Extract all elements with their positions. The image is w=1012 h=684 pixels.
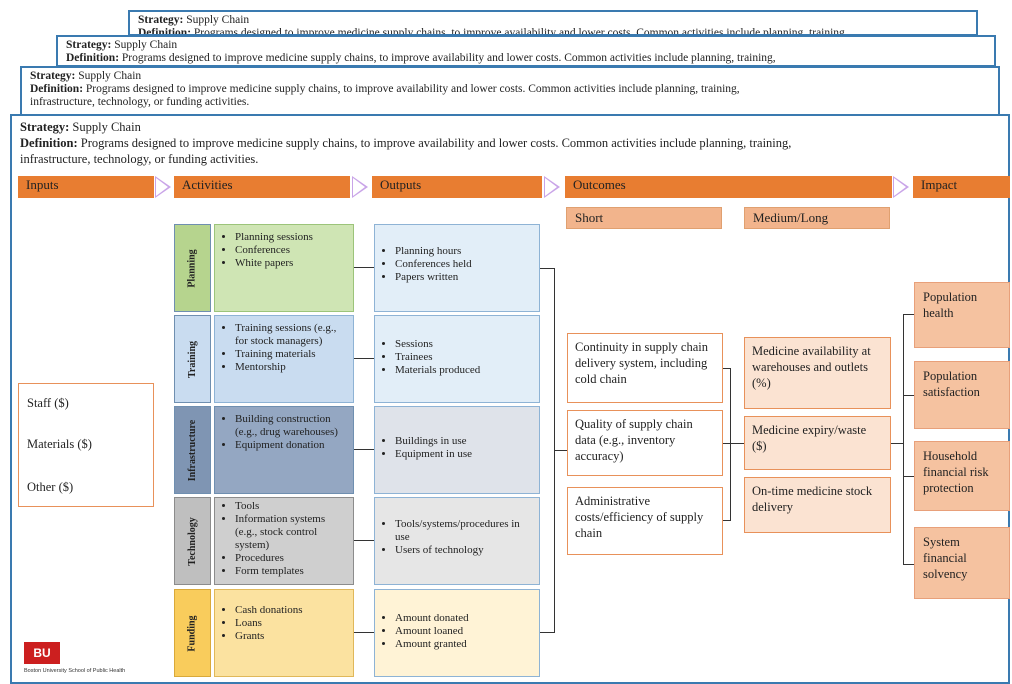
arrow-icon bbox=[544, 176, 560, 198]
activity-box-training: Training sessions (e.g., for stock manag… bbox=[214, 315, 354, 403]
header-card-back-3: Strategy: Supply Chain Definition: Progr… bbox=[128, 10, 978, 36]
arrow-inner-icon bbox=[545, 178, 557, 196]
output-box-infrastructure: Buildings in useEquipment in use bbox=[374, 406, 540, 494]
output-box-technology: Tools/systems/procedures in useUsers of … bbox=[374, 497, 540, 585]
definition-line-cont: infrastructure, technology, or funding a… bbox=[20, 152, 259, 166]
inputs-box: Staff ($) Materials ($) Other ($) bbox=[18, 383, 154, 507]
connector-line bbox=[540, 632, 555, 633]
activity-box-funding: Cash donationsLoansGrants bbox=[214, 589, 354, 677]
short-outcome-box: Quality of supply chain data (e.g., inve… bbox=[567, 410, 723, 476]
arrow-icon bbox=[155, 176, 171, 198]
activity-label-training: Training bbox=[174, 315, 211, 403]
output-box-training: SessionsTraineesMaterials produced bbox=[374, 315, 540, 403]
input-item: Other ($) bbox=[27, 480, 74, 494]
connector-line bbox=[354, 540, 374, 541]
impact-box: System financial solvency bbox=[914, 527, 1010, 599]
definition-line: Definition: Programs designed to improve… bbox=[20, 136, 792, 150]
stage-outcomes: Outcomes bbox=[565, 176, 892, 198]
connector-line bbox=[730, 443, 744, 444]
activity-label-infrastructure: Infrastructure bbox=[174, 406, 211, 494]
stage-inputs: Inputs bbox=[18, 176, 154, 198]
connector-line bbox=[723, 443, 731, 444]
subheader-short: Short bbox=[566, 207, 722, 229]
arrow-icon bbox=[893, 176, 909, 198]
arrow-inner-icon bbox=[156, 178, 168, 196]
activity-label-planning: Planning bbox=[174, 224, 211, 312]
logo-caption: Boston University School of Public Healt… bbox=[24, 668, 126, 674]
strategy-line: Strategy: Supply Chain bbox=[20, 120, 141, 134]
short-outcome-box: Administrative costs/efficiency of suppl… bbox=[567, 487, 723, 555]
connector-line bbox=[903, 314, 914, 315]
subheader-medium-long: Medium/Long bbox=[744, 207, 890, 229]
connector-bracket bbox=[903, 314, 904, 564]
connector-line bbox=[891, 443, 903, 444]
output-box-funding: Amount donatedAmount loanedAmount grante… bbox=[374, 589, 540, 677]
stage-activities: Activities bbox=[174, 176, 350, 198]
connector-bracket bbox=[730, 368, 731, 520]
output-box-planning: Planning hoursConferences heldPapers wri… bbox=[374, 224, 540, 312]
connector-line bbox=[723, 520, 731, 521]
connector-line bbox=[903, 395, 914, 396]
stage-outputs: Outputs bbox=[372, 176, 542, 198]
activity-box-infrastructure: Building construction (e.g., drug wareho… bbox=[214, 406, 354, 494]
connector-line bbox=[723, 368, 731, 369]
connector-line bbox=[540, 268, 555, 269]
connector-line bbox=[354, 358, 374, 359]
input-item: Staff ($) bbox=[27, 396, 69, 410]
connector-line bbox=[354, 267, 374, 268]
activity-box-technology: ToolsInformation systems (e.g., stock co… bbox=[214, 497, 354, 585]
arrow-inner-icon bbox=[353, 178, 365, 196]
arrow-inner-icon bbox=[894, 178, 906, 196]
activity-label-funding: Funding bbox=[174, 589, 211, 677]
connector-line bbox=[903, 476, 914, 477]
impact-box: Household financial risk protection bbox=[914, 441, 1010, 511]
medium-outcome-box: On-time medicine stock delivery bbox=[744, 477, 891, 533]
arrow-icon bbox=[352, 176, 368, 198]
activity-label-technology: Technology bbox=[174, 497, 211, 585]
connector-line bbox=[354, 449, 374, 450]
stage-impact: Impact bbox=[913, 176, 1010, 198]
medium-outcome-box: Medicine availability at warehouses and … bbox=[744, 337, 891, 409]
impact-box: Population health bbox=[914, 282, 1010, 348]
input-item: Materials ($) bbox=[27, 437, 92, 451]
connector-line bbox=[903, 564, 914, 565]
connector-line bbox=[354, 632, 374, 633]
short-outcome-box: Continuity in supply chain delivery syst… bbox=[567, 333, 723, 403]
activity-box-planning: Planning sessionsConferencesWhite papers bbox=[214, 224, 354, 312]
medium-outcome-box: Medicine expiry/waste ($) bbox=[744, 416, 891, 470]
impact-box: Population satisfaction bbox=[914, 361, 1010, 429]
connector-line bbox=[554, 450, 567, 451]
header-card-back-2: Strategy: Supply Chain Definition: Progr… bbox=[56, 35, 996, 67]
header-card-back-1: Strategy: Supply Chain Definition: Progr… bbox=[20, 66, 1000, 116]
bu-logo: BU bbox=[24, 642, 60, 664]
